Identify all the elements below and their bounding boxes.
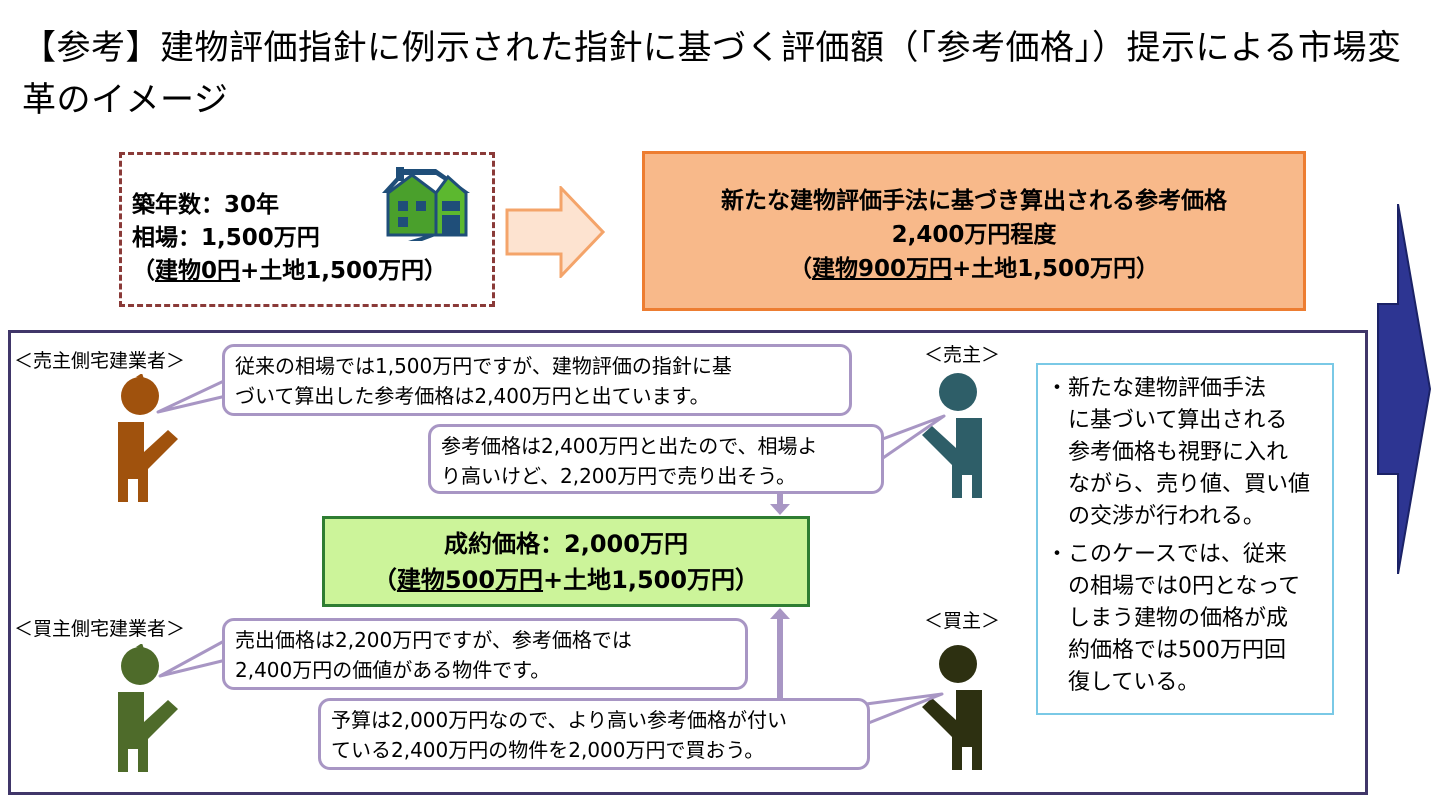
current-market-box [119, 152, 495, 307]
house-icon [382, 167, 470, 241]
reference-amount: 2,400万円程度 [891, 222, 1057, 248]
arrow-right-icon [1377, 204, 1432, 574]
deal-price: 成約価格：2,000万円 [444, 530, 688, 558]
notes-box: ・ 新たな建物評価手法に基づいて算出される参考価格も視野に入れながら、売り値、買… [1036, 363, 1334, 715]
reference-breakdown: （建物900万円+土地1,500万円） [788, 256, 1160, 282]
note-item: ・ このケースでは、従来の相場では0円となってしまう建物の価格が成約価格では50… [1046, 542, 1301, 695]
arrow-up-icon [770, 608, 790, 699]
seller-agent-speech: 従来の相場では1,500万円ですが、建物評価の指針に基づいて算出した参考価格は2… [222, 344, 852, 416]
reference-price-box: 新たな建物評価手法に基づき算出される参考価格 2,400万円程度 （建物900万… [642, 151, 1306, 311]
arrow-down-icon [770, 494, 790, 515]
page-title: 【参考】建物評価指針に例示された指針に基づく評価額（「参考価格」）提示による市場… [22, 28, 1402, 120]
buyer-label: ＜買主＞ [924, 610, 1001, 632]
seller-agent-label: ＜売主側宅建業者＞ [14, 350, 186, 372]
seller-speech: 参考価格は2,400万円と出たので、相場より高いけど、2,200万円で売り出そう… [428, 424, 884, 494]
deal-price-box: 成約価格：2,000万円 （建物500万円+土地1,500万円） [322, 516, 810, 607]
reference-heading: 新たな建物評価手法に基づき算出される参考価格 [721, 188, 1227, 214]
negotiation-panel [8, 330, 1368, 795]
person-icon [118, 644, 178, 772]
buyer-speech: 予算は2,000万円なので、より高い参考価格が付いている2,400万円の物件を2… [318, 698, 870, 770]
seller-label: ＜売主＞ [924, 344, 1001, 366]
person-icon [118, 374, 178, 502]
market-price: 相場：1,500万円 [132, 225, 320, 251]
arrow-right-icon [505, 186, 605, 278]
deal-breakdown: （建物500万円+土地1,500万円） [372, 566, 760, 594]
note-item: ・ 新たな建物評価手法に基づいて算出される参考価格も視野に入れながら、売り値、買… [1046, 376, 1311, 529]
current-market-text: 築年数：30年 相場：1,500万円 （建物0円+土地1,500万円） [132, 189, 447, 288]
person-icon [922, 373, 982, 498]
market-breakdown: （建物0円+土地1,500万円） [132, 258, 448, 284]
person-icon [922, 645, 982, 770]
buyer-agent-label: ＜買主側宅建業者＞ [14, 618, 186, 640]
building-age: 築年数：30年 [132, 192, 280, 218]
